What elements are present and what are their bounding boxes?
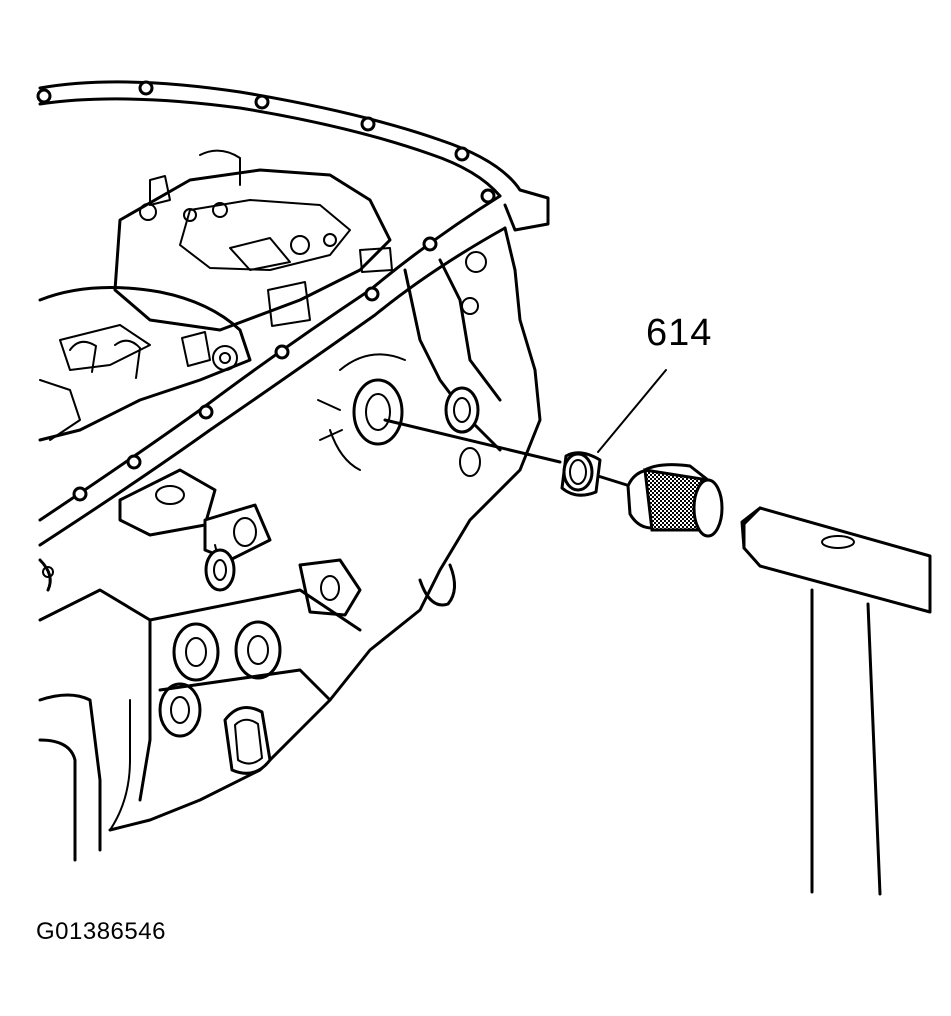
callout-leader-line bbox=[597, 369, 667, 453]
figure-id-label: G01386546 bbox=[36, 918, 166, 945]
part-callout-label: 614 bbox=[646, 312, 713, 354]
seal-ring-icon bbox=[560, 451, 602, 497]
seal-installer-tool-icon bbox=[626, 463, 724, 538]
transmission-case-icon bbox=[36, 80, 550, 862]
installation-axis-line bbox=[383, 418, 562, 464]
hammer-icon bbox=[740, 506, 932, 896]
installation-axis-line-2 bbox=[596, 474, 632, 488]
